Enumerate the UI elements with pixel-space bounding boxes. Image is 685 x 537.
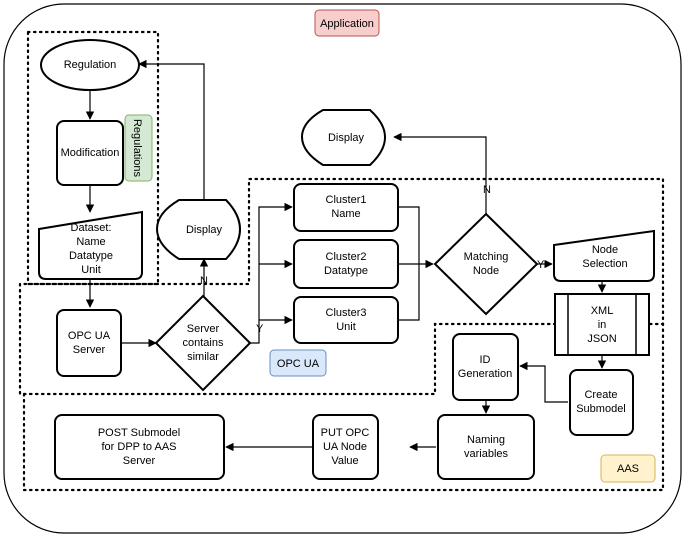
id-generation-text: ID Generation — [458, 354, 512, 380]
node-text-line: Server — [73, 344, 106, 356]
node-text-line: Datatype — [324, 265, 368, 277]
node-text-line: Selection — [582, 258, 627, 270]
node-text-line: Generation — [458, 368, 512, 380]
regulation-text: Regulation — [64, 59, 117, 71]
node-text-line: Display — [328, 132, 365, 144]
node-text-line: Name — [76, 236, 105, 248]
node-text-line: Node — [473, 265, 499, 277]
modification-node: Modification — [56, 120, 124, 186]
node-text-line: in — [598, 319, 607, 331]
node-text-line: Node — [592, 244, 618, 256]
node-text-line: UA Node — [323, 441, 367, 453]
application-tag: Application — [314, 9, 380, 37]
naming-variables-node: Naming variables — [437, 414, 535, 480]
node-text-line: Modification — [61, 147, 120, 159]
node-text-line: Name — [331, 208, 360, 220]
node-text-line: for DPP to AAS — [101, 441, 176, 453]
node-text-line: Server — [187, 323, 220, 335]
node-text-line: ID — [480, 354, 491, 366]
node-text-line: Unit — [81, 264, 101, 276]
modification-text: Modification — [61, 147, 120, 159]
node-text-line: Unit — [336, 321, 356, 333]
edge-label-yes-matching: Y — [537, 259, 545, 271]
application-tag-label: Application — [320, 18, 374, 30]
node-text-line: Display — [186, 224, 223, 236]
node-text-line: Cluster3 — [326, 307, 367, 319]
opcua-tag-label: OPC UA — [277, 358, 320, 370]
aas-region — [22, 322, 665, 492]
node-text-line: Naming — [467, 434, 505, 446]
edge-label-yes-server: Y — [256, 323, 264, 335]
opcua-server-text: OPC UA Server — [68, 330, 111, 356]
node-text-line: OPC UA — [68, 330, 111, 342]
node-text-line: Submodel — [576, 403, 626, 415]
node-text-line: Cluster1 — [326, 194, 367, 206]
node-text-line: JSON — [587, 333, 616, 345]
node-text-line: Server — [123, 455, 156, 467]
regulations-tag: Regulations — [124, 114, 153, 182]
edge-label-no-matching: N — [483, 184, 491, 196]
node-text-line: Value — [331, 455, 358, 467]
edge-label-no-server: N — [200, 275, 208, 287]
node-text-line: Create — [584, 389, 617, 401]
opcua-tag: OPC UA — [269, 349, 327, 377]
node-text-line: PUT OPC — [321, 427, 370, 439]
regulations-tag-label: Regulations — [131, 119, 143, 178]
node-text-line: contains — [183, 337, 224, 349]
aas-tag: AAS — [600, 454, 656, 483]
display-left-node: Display — [155, 199, 241, 260]
regulation-node: Regulation — [40, 39, 140, 91]
server-contains-text: Server contains similar — [183, 323, 224, 363]
regulations-region — [26, 30, 160, 286]
node-text-line: POST Submodel — [98, 427, 180, 439]
display-left-text: Display — [186, 224, 223, 236]
node-text-line: Matching — [464, 251, 509, 263]
node-text-line: Datatype — [69, 250, 113, 262]
server-contains-decision: Server contains similar — [154, 294, 252, 392]
naming-variables-text: Naming variables — [464, 434, 509, 460]
id-generation-node: ID Generation — [452, 333, 519, 401]
node-text-line: XML — [591, 305, 614, 317]
node-text-line: similar — [187, 351, 219, 363]
aas-tag-label: AAS — [617, 463, 639, 475]
node-text-line: Dataset: — [71, 222, 112, 234]
node-text-line: Cluster2 — [326, 251, 367, 263]
post-submodel-node: POST Submodel for DPP to AAS Server — [54, 414, 225, 480]
opcua-server-node: OPC UA Server — [56, 309, 122, 377]
node-text-line: Regulation — [64, 59, 117, 71]
edges — [85, 59, 607, 452]
post-submodel-text: POST Submodel for DPP to AAS Server — [98, 427, 180, 467]
display-top-node: Display — [300, 109, 386, 166]
display-top-text: Display — [328, 132, 365, 144]
application-frame — [3, 3, 682, 534]
node-text-line: variables — [464, 448, 509, 460]
